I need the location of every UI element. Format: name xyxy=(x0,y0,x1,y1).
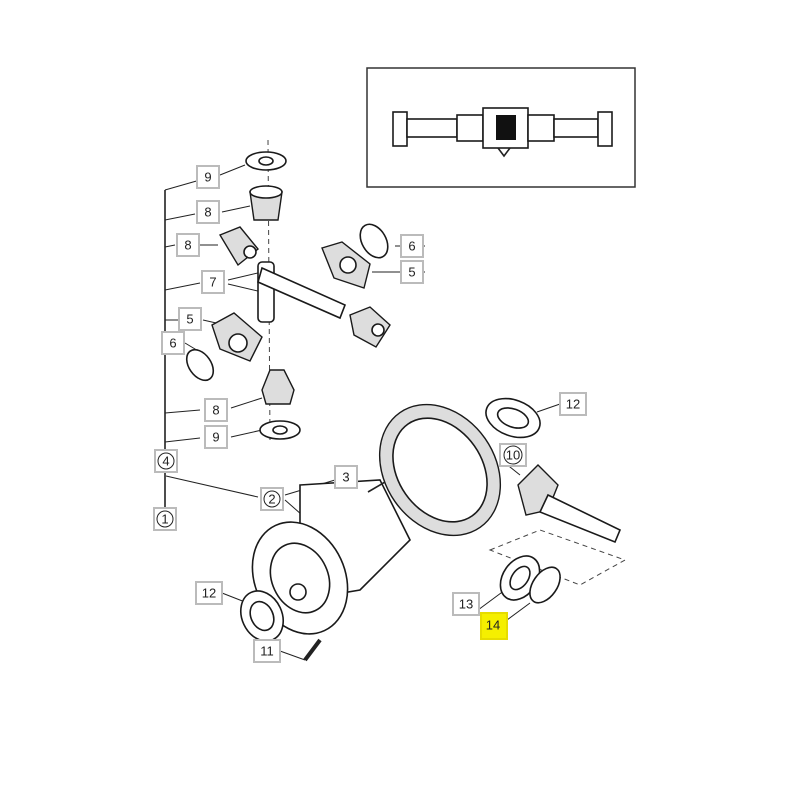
svg-text:5: 5 xyxy=(186,312,193,327)
svg-text:9: 9 xyxy=(212,430,219,445)
svg-text:13: 13 xyxy=(459,597,473,612)
callout-3[interactable]: 3 xyxy=(334,465,358,489)
spider-gears xyxy=(185,139,391,441)
svg-text:6: 6 xyxy=(169,336,176,351)
callout-6-left[interactable]: 6 xyxy=(161,331,185,355)
callout-8-bottom[interactable]: 8 xyxy=(204,398,228,422)
axle-inset xyxy=(366,67,636,188)
callout-10[interactable]: 10 xyxy=(499,443,527,467)
svg-text:7: 7 xyxy=(209,275,216,290)
callout-13[interactable]: 13 xyxy=(452,592,480,616)
svg-text:4: 4 xyxy=(162,454,169,469)
svg-text:8: 8 xyxy=(204,205,211,220)
callout-12-right[interactable]: 12 xyxy=(559,392,587,416)
callout-5-left[interactable]: 5 xyxy=(178,307,202,331)
svg-text:8: 8 xyxy=(184,238,191,253)
callout-14-highlighted[interactable]: 14 xyxy=(480,612,508,640)
callout-1[interactable]: 1 xyxy=(153,507,177,531)
svg-text:14: 14 xyxy=(486,618,500,633)
svg-text:3: 3 xyxy=(342,470,349,485)
callout-4[interactable]: 4 xyxy=(154,449,178,473)
callout-8-left[interactable]: 8 xyxy=(176,233,200,257)
svg-text:9: 9 xyxy=(204,170,211,185)
svg-text:11: 11 xyxy=(260,644,274,659)
callout-8-top[interactable]: 8 xyxy=(196,200,220,224)
ring-gear-and-pinion xyxy=(378,397,627,586)
callout-11[interactable]: 11 xyxy=(253,639,281,663)
svg-text:6: 6 xyxy=(408,239,415,254)
callout-5-right[interactable]: 5 xyxy=(400,260,424,284)
callout-7[interactable]: 7 xyxy=(201,270,225,294)
callout-12-left[interactable]: 12 xyxy=(195,581,223,605)
svg-text:2: 2 xyxy=(268,492,275,507)
callout-2[interactable]: 2 xyxy=(260,487,284,511)
svg-text:12: 12 xyxy=(202,586,216,601)
svg-text:5: 5 xyxy=(408,265,415,280)
svg-text:10: 10 xyxy=(506,448,520,463)
callout-9-bottom[interactable]: 9 xyxy=(204,425,228,449)
differential-case xyxy=(240,479,561,662)
svg-text:1: 1 xyxy=(161,512,168,527)
callout-6-right[interactable]: 6 xyxy=(400,234,424,258)
svg-text:12: 12 xyxy=(566,397,580,412)
callout-9-top[interactable]: 9 xyxy=(196,165,220,189)
svg-text:8: 8 xyxy=(212,403,219,418)
